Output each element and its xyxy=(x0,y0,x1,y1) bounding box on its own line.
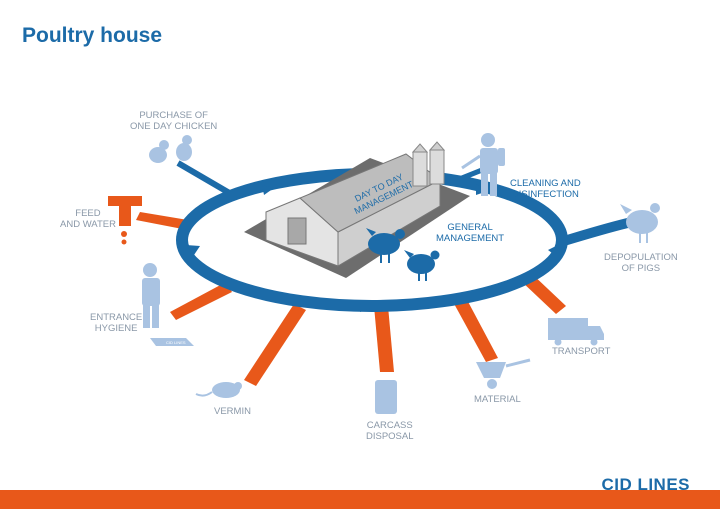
water-tap-icon xyxy=(108,196,142,245)
label-carcass-line2: DISPOSAL xyxy=(366,431,414,442)
label-feed-line1: FEED xyxy=(75,208,101,219)
scale-brand-text: CID LINES xyxy=(166,340,186,345)
label-vermin-line1: VERMIN xyxy=(214,406,251,417)
ring-arrowheads xyxy=(186,184,560,312)
label-cleaning-line1: CLEANING AND xyxy=(510,178,581,189)
label-center-line1: GENERAL xyxy=(447,222,493,233)
orange-arrows xyxy=(136,212,566,386)
house-door xyxy=(287,217,307,245)
label-entrance: ENTRANCE HYGIENE xyxy=(90,312,142,334)
label-cleaning-line2: DISINFECTION xyxy=(511,189,579,200)
sprayer-person-icon xyxy=(461,133,505,196)
silhouettes xyxy=(108,133,660,414)
hens-in-house xyxy=(366,228,440,281)
silo-1 xyxy=(412,151,428,187)
truck-icon xyxy=(548,318,604,346)
silo-2 xyxy=(429,149,445,185)
entrance-arrow xyxy=(170,282,232,320)
label-carcass-line1: CARCASS xyxy=(366,420,413,431)
label-transport-line1: TRANSPORT xyxy=(552,346,611,357)
label-entrance-line1: ENTRANCE xyxy=(90,312,143,323)
carcass-arrow xyxy=(374,306,394,372)
person-icon xyxy=(142,263,160,328)
label-feed-line2: AND WATER xyxy=(60,219,116,230)
label-cleaning: CLEANING AND DISINFECTION xyxy=(510,178,581,200)
barrel-icon xyxy=(375,380,397,414)
rat-icon xyxy=(195,382,242,398)
label-depopulation-line1: DEPOPULATION xyxy=(604,252,678,263)
wheelbarrow-icon xyxy=(476,358,531,389)
label-entrance-line2: HYGIENE xyxy=(94,323,138,334)
label-depopulation-line2: OF PIGS xyxy=(621,263,661,274)
label-transport: TRANSPORT xyxy=(552,346,610,357)
poultry-house xyxy=(244,141,470,278)
label-purchase-line2: ONE DAY CHICKEN xyxy=(130,121,218,132)
brand-logo: CID LINES xyxy=(601,475,690,494)
label-purchase: PURCHASE OF ONE DAY CHICKEN xyxy=(130,110,217,132)
label-material: MATERIAL xyxy=(474,394,521,405)
label-center-line2: MANAGEMENT xyxy=(436,233,505,244)
label-carcass: CARCASS DISPOSAL xyxy=(366,420,414,442)
chick-icon xyxy=(149,135,192,163)
footer-bar xyxy=(0,490,720,509)
vermin-arrow xyxy=(244,304,306,386)
label-material-line1: MATERIAL xyxy=(474,394,521,405)
page-title: Poultry house xyxy=(22,24,163,47)
label-purchase-line1: PURCHASE OF xyxy=(139,110,208,121)
label-depopulation: DEPOPULATION OF PIGS xyxy=(604,252,678,274)
disinfection-mat xyxy=(150,338,194,346)
material-arrow xyxy=(452,296,498,362)
label-feed: FEED AND WATER xyxy=(60,208,116,230)
label-general-management: GENERAL MANAGEMENT xyxy=(436,222,504,244)
label-vermin: VERMIN xyxy=(214,406,251,417)
hen-icon xyxy=(620,203,660,243)
